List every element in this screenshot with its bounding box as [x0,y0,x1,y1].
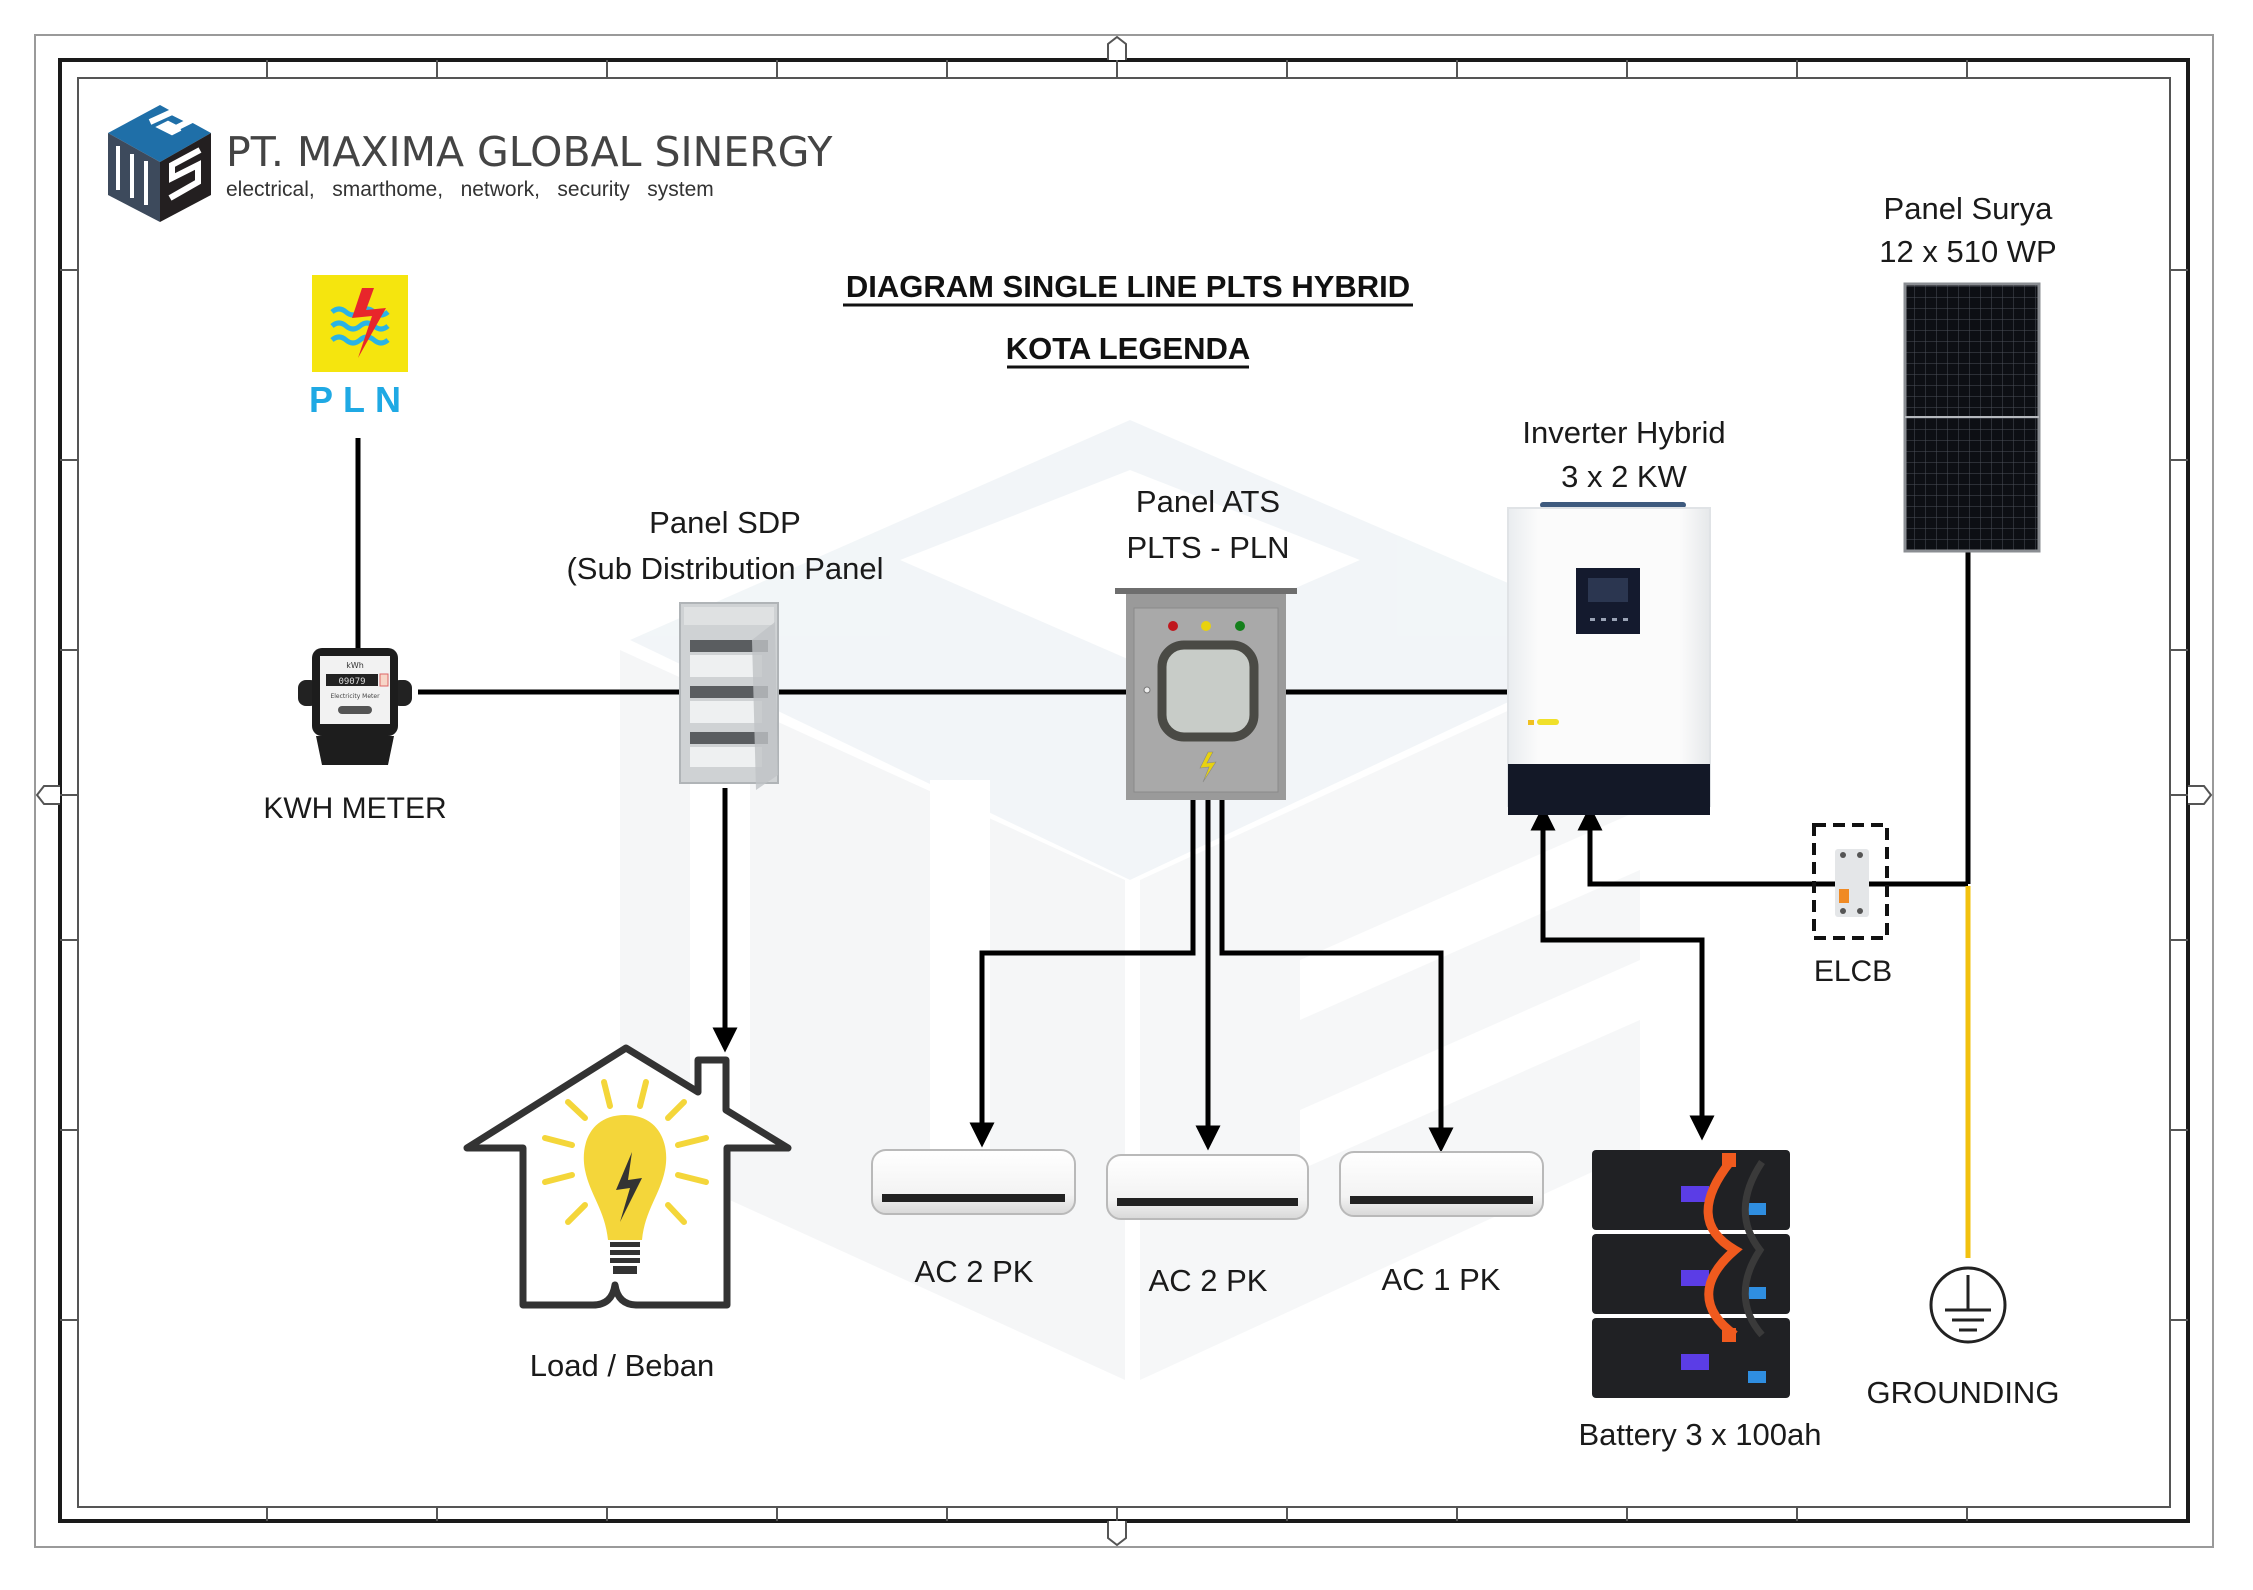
ac-unit-2-label: AC 2 PK [1149,1263,1268,1298]
load-label: Load / Beban [530,1348,714,1383]
battery-label: Battery 3 x 100ah [1579,1417,1822,1452]
inverter-icon [1507,502,1711,815]
elcb-icon [1812,823,1889,940]
battery-stack-icon [1592,1150,1790,1398]
wire-ats-ac1 [969,800,1196,1148]
kwh-face-text: Electricity Meter [330,693,380,700]
company-name: PT. MAXIMA GLOBAL SINERGY [226,128,833,176]
wiring [355,438,1971,1258]
wire-solar-inverter [1577,805,1968,887]
sdp-label-line2: (Sub Distribution Panel [566,551,883,586]
inverter-label-line1: Inverter Hybrid [1522,415,1725,450]
ac-unit-1-label: AC 2 PK [915,1254,1034,1289]
ac-unit-2-icon [1106,1154,1309,1220]
sdp-panel-icon [679,602,779,790]
pln-logo-icon [312,275,408,372]
grounding-symbol-icon [1929,1266,2007,1344]
inverter-label-line2: 3 x 2 KW [1561,459,1687,494]
ats-lamp-yellow [1201,621,1211,631]
grounding-label: GROUNDING [1867,1375,2060,1410]
ac-unit-1-icon [871,1149,1076,1215]
drawing-frame [34,34,2214,1548]
load-house-icon [463,1044,792,1309]
elcb-label: ELCB [1814,955,1892,988]
diagram-title: DIAGRAM SINGLE LINE PLTS HYBRID [846,269,1410,304]
ats-label-line1: Panel ATS [1136,484,1280,519]
solar-panel-icon [1903,282,2041,553]
pln-label: PLN [309,379,411,420]
solar-panel-label-line2: 12 x 510 WP [1879,234,2056,269]
wire-ats-ac3 [1219,800,1454,1153]
ac-unit-3-label: AC 1 PK [1382,1262,1501,1297]
sdp-label-line1: Panel SDP [649,505,801,540]
ats-label-line2: PLTS - PLN [1126,530,1289,565]
ats-lamp-red [1168,621,1178,631]
ac-unit-3-icon [1339,1151,1544,1217]
solar-panel-label-line1: Panel Surya [1884,191,2054,226]
ats-lamp-green [1235,621,1245,631]
ats-panel-icon [1115,588,1297,800]
kwh-meter-icon: kWh 09079 Electricity Meter [298,648,412,765]
company-logo-icon [108,105,211,222]
kwh-meter-label: KWH METER [263,792,446,825]
wire-inverter-battery [1530,805,1715,1141]
kwh-unit-text: kWh [346,661,364,670]
diagram-subtitle: KOTA LEGENDA [1006,331,1251,366]
kwh-reading: 09079 [338,677,365,687]
company-tagline: electrical, smarthome, network, security… [226,178,714,201]
